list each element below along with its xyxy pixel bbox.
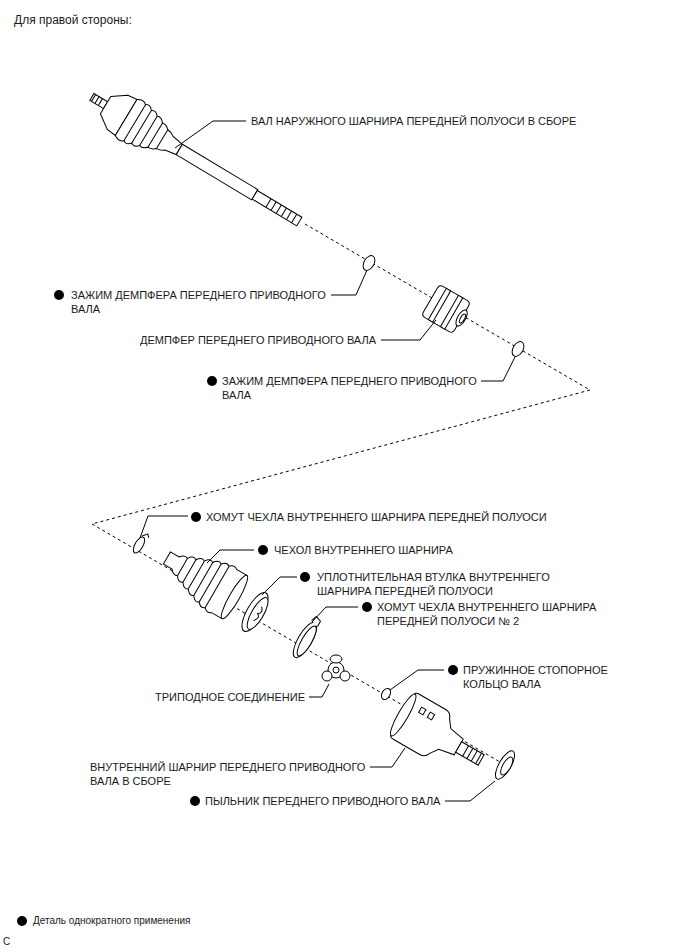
- legend-dot: [17, 916, 27, 926]
- clip: [361, 254, 378, 273]
- snap-ring: [380, 687, 393, 701]
- boot-clamp: [131, 531, 150, 555]
- part-label: ПРУЖИННОЕ СТОПОРНОЕ КОЛЬЦО ВАЛА: [463, 663, 621, 691]
- title: Для правой стороны:: [14, 13, 132, 27]
- part-label: УПЛОТНИТЕЛЬНАЯ ВТУЛКА ВНУТРЕННЕГО ШАРНИР…: [317, 570, 563, 598]
- part-label: ЗАЖИМ ДЕМПФЕРА ПЕРЕДНЕГО ПРИВОДНОГО ВАЛА: [71, 288, 339, 316]
- outer-shaft-assembly: [80, 77, 311, 241]
- part-label: ХОМУТ ЧЕХЛА ВНУТРЕННЕГО ШАРНИРА ПЕРЕДНЕЙ…: [206, 510, 547, 524]
- tripod: [322, 655, 350, 681]
- dust-seal: [492, 748, 518, 782]
- part-label: ПЫЛЬНИК ПЕРЕДНЕГО ПРИВОДНОГО ВАЛА: [205, 794, 440, 808]
- part-label: ЧЕХОЛ ВНУТРЕННЕГО ШАРНИРА: [274, 543, 453, 557]
- part-label: ДЕМПФЕР ПЕРЕДНЕГО ПРИВОДНОГО ВАЛА: [140, 333, 376, 347]
- part-label: ХОМУТ ЧЕХЛА ВНУТРЕННЕГО ШАРНИРА ПЕРЕДНЕЙ…: [377, 600, 609, 628]
- part-label: ТРИПОДНОЕ СОЕДИНЕНИЕ: [100, 690, 305, 704]
- inner-joint: [386, 690, 494, 783]
- part-label: ВАЛ НАРУЖНОГО ШАРНИРА ПЕРЕДНЕЙ ПОЛУОСИ В…: [251, 114, 576, 128]
- boot-clamp-2: [289, 614, 324, 661]
- part-label: ЗАЖИМ ДЕМПФЕРА ПЕРЕДНЕГО ПРИВОДНОГО ВАЛА: [222, 374, 490, 402]
- legend-text: Деталь однократного применения: [33, 914, 190, 928]
- grommet: [237, 589, 274, 636]
- clip: [510, 340, 527, 359]
- inner-boot: [154, 535, 252, 622]
- corner-code: C: [3, 935, 10, 949]
- part-label: ВНУТРЕННИЙ ШАРНИР ПЕРЕДНЕГО ПРИВОДНОГО В…: [90, 760, 382, 788]
